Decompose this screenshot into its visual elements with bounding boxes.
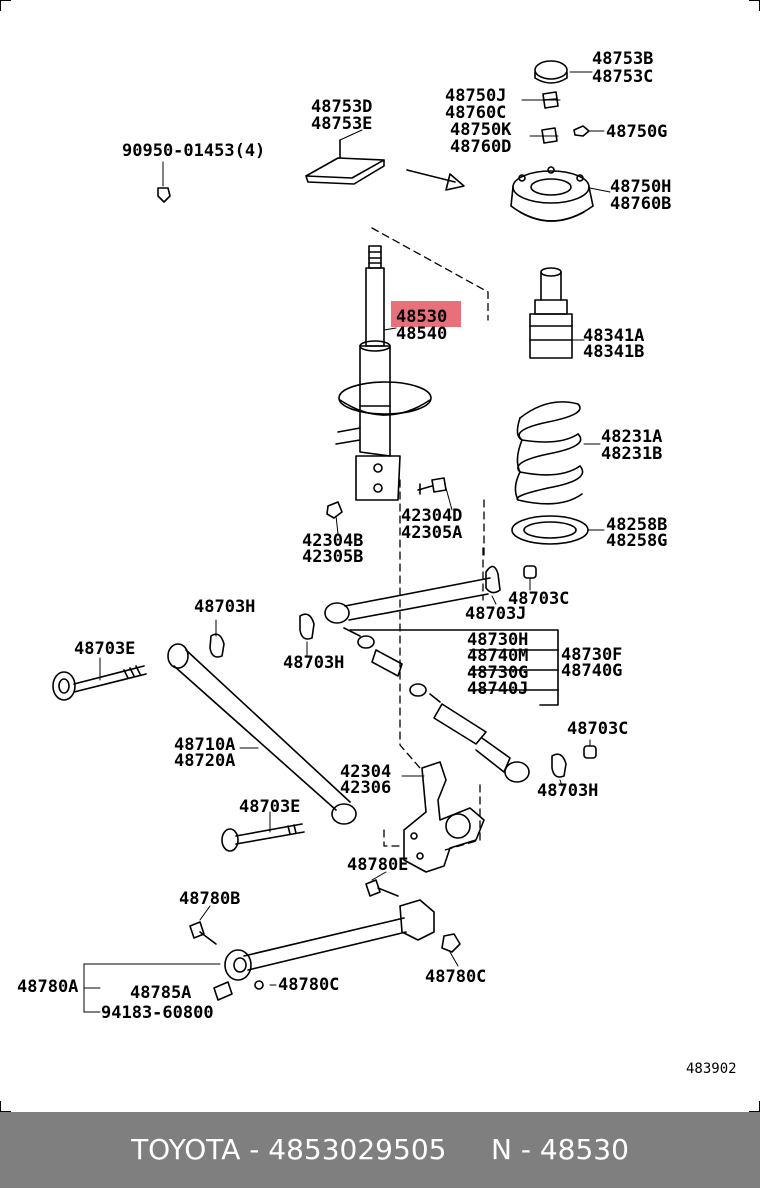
footer-brand: TOYOTA — [131, 1133, 241, 1166]
washer-48703h-mid-part — [299, 613, 315, 640]
label-42304b[interactable]: 42304B — [302, 531, 363, 551]
exploded-parts-diagram: 48753B 48753C 48750J 48760C 48750K 48760… — [17, 49, 737, 1077]
bump-stopper-part — [529, 267, 573, 359]
label-48720a[interactable]: 48720A — [174, 751, 235, 771]
label-48780c-right[interactable]: 48780C — [425, 967, 486, 987]
label-48710a[interactable]: 48710A — [174, 735, 235, 755]
label-48258b[interactable]: 48258B — [606, 515, 667, 535]
assembly-arrow-head — [445, 173, 465, 191]
label-48750k[interactable]: 48750K — [450, 120, 512, 140]
label-48730h[interactable]: 48730H — [467, 630, 528, 650]
label-42305b[interactable]: 42305B — [302, 547, 363, 567]
label-42305a[interactable]: 42305A — [401, 523, 462, 543]
frame-corner-bottom-left — [0, 1101, 11, 1112]
footer-sep-2: - — [511, 1133, 540, 1166]
label-48730f[interactable]: 48730F — [561, 645, 622, 665]
label-42304[interactable]: 42304 — [340, 762, 391, 782]
label-48780a[interactable]: 48780A — [17, 977, 78, 997]
label-48231b[interactable]: 48231B — [601, 444, 662, 464]
label-48530[interactable]: 48530 — [396, 307, 447, 327]
footer-sep-1: - — [240, 1133, 269, 1166]
nut-48780c-right-part — [441, 933, 461, 953]
footer-ref-prefix: N — [490, 1133, 512, 1166]
bolt-48780b-part — [189, 921, 217, 945]
dust-cover-plate-part — [305, 139, 385, 185]
label-48341b[interactable]: 48341B — [583, 342, 644, 362]
footer-gap — [446, 1133, 491, 1166]
label-48258g[interactable]: 48258G — [606, 531, 667, 551]
label-48780e[interactable]: 48780E — [347, 855, 408, 875]
label-48730g[interactable]: 48730G — [467, 663, 528, 683]
label-48780b[interactable]: 48780B — [179, 889, 240, 909]
mount-cap-part — [534, 60, 568, 84]
label-48703e-upper[interactable]: 48703E — [74, 639, 135, 659]
label-42306[interactable]: 42306 — [340, 778, 391, 798]
bolt-48703e-upper-part — [52, 665, 147, 701]
part-footer-bar: TOYOTA - 4853029505 N - 48530 — [0, 1112, 760, 1188]
label-94183-60800[interactable]: 94183-60800 — [101, 1003, 214, 1023]
label-48750h[interactable]: 48750H — [610, 177, 671, 197]
lateral-link-part — [324, 577, 530, 783]
frame-corner-top-left — [0, 0, 11, 11]
figure-code: 483902 — [686, 1061, 737, 1077]
label-48703e-lower[interactable]: 48703E — [239, 797, 300, 817]
label-48750g[interactable]: 48750G — [606, 122, 667, 142]
label-48341a[interactable]: 48341A — [583, 326, 644, 346]
label-48740j[interactable]: 48740J — [467, 679, 528, 699]
washer-48703c-upper-part — [523, 565, 537, 579]
leader-lines — [83, 71, 611, 1013]
label-48780c-left[interactable]: 48780C — [278, 975, 339, 995]
spring-insulator-part — [511, 515, 589, 545]
bolt-42304d-part — [417, 477, 447, 495]
label-48760c[interactable]: 48760C — [445, 103, 506, 123]
part-labels: 48753B 48753C 48750J 48760C 48750K 48760… — [17, 49, 737, 1077]
label-48760d[interactable]: 48760D — [450, 137, 511, 157]
label-48703h-right[interactable]: 48703H — [537, 781, 598, 801]
nut-42304b-part — [326, 501, 343, 519]
coil-spring-part — [514, 401, 584, 505]
label-48750j[interactable]: 48750J — [445, 86, 506, 106]
bushing-lower-part — [541, 127, 558, 144]
washer-48703j-part — [485, 565, 501, 594]
rear-knuckle-part — [403, 761, 485, 873]
label-90950-01453[interactable]: 90950-01453(4) — [122, 141, 265, 161]
part-group-bracket — [349, 629, 559, 706]
label-48703h-left[interactable]: 48703H — [194, 597, 255, 617]
bolt-48780e-part — [365, 879, 399, 897]
label-48753b[interactable]: 48753B — [592, 49, 653, 69]
label-48703j[interactable]: 48703J — [465, 604, 526, 624]
washer-48703h-left-part — [209, 633, 225, 658]
label-48231a[interactable]: 48231A — [601, 427, 662, 447]
nut-48750g-part — [573, 125, 590, 137]
clip-bolt-part — [157, 187, 171, 203]
label-48740g[interactable]: 48740G — [561, 661, 622, 681]
strut-support-part — [510, 166, 594, 222]
toe-link-part — [213, 899, 435, 1001]
label-48540[interactable]: 48540 — [396, 324, 447, 344]
highlighted-part-box — [391, 301, 461, 327]
label-48753d[interactable]: 48753D — [311, 97, 372, 117]
label-48753e[interactable]: 48753E — [311, 114, 372, 134]
label-48703c-upper[interactable]: 48703C — [508, 589, 569, 609]
label-48760b[interactable]: 48760B — [610, 194, 671, 214]
assembly-arrow — [406, 169, 456, 183]
label-42304d[interactable]: 42304D — [401, 506, 462, 526]
washer-48703h-right-part — [551, 753, 567, 778]
nut-48780c-left-part — [254, 980, 264, 990]
washer-48703c-lower-part — [583, 745, 597, 759]
label-48753c[interactable]: 48753C — [592, 67, 653, 87]
shock-absorber-part — [335, 245, 432, 501]
bolt-48703e-lower-part — [221, 823, 305, 852]
trailing-arm-part — [167, 643, 357, 825]
label-48740m[interactable]: 48740M — [467, 646, 528, 666]
label-48785a[interactable]: 48785A — [130, 983, 191, 1003]
footer-ref-number: 48530 — [539, 1133, 629, 1166]
footer-part-number: 4853029505 — [268, 1133, 447, 1166]
label-48703c-lower[interactable]: 48703C — [567, 719, 628, 739]
label-48703h-mid[interactable]: 48703H — [283, 653, 344, 673]
